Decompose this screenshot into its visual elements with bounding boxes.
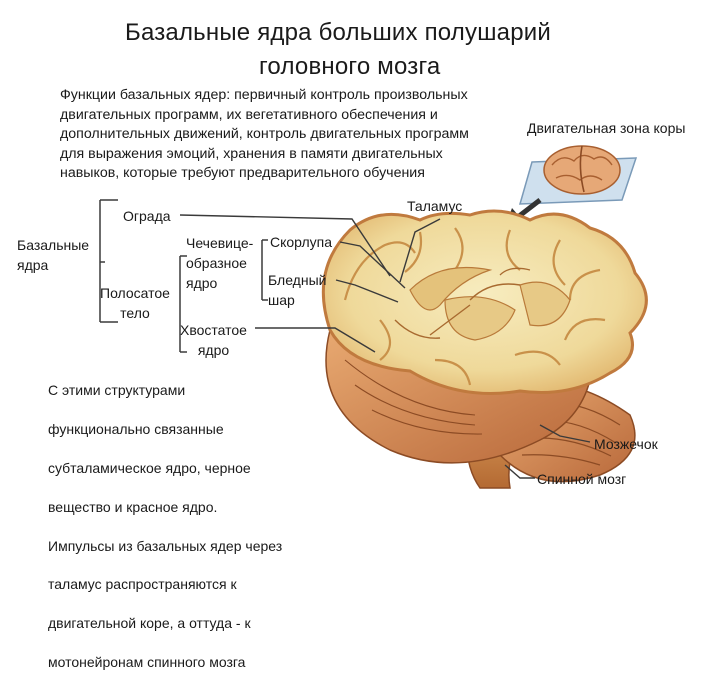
label-lentiform-line: Чечевице- (186, 233, 253, 253)
label-spinal-cord: Спинной мозг (537, 469, 626, 489)
label-lentiform-line: ядро (186, 273, 253, 293)
label-globus-pallidus-line: шар (268, 290, 326, 310)
note-line: функционально связанные (48, 420, 282, 439)
label-thalamus: Таламус (407, 196, 462, 216)
note-line: мотонейронам спинного мозга (48, 653, 282, 672)
label-claustrum: Ограда (123, 206, 171, 226)
note-line: С этими структурами (48, 381, 282, 400)
note-line: вещество и красное ядро. (48, 498, 282, 517)
note-line: двигательной коре, а оттуда - к (48, 614, 282, 633)
label-striatum-line: тело (100, 303, 170, 323)
label-cerebellum: Мозжечок (594, 434, 658, 454)
label-basal-nuclei-line: ядра (17, 255, 89, 275)
note-line: таламус распространяются к (48, 575, 282, 594)
label-lentiform-line: образное (186, 253, 253, 273)
note-line: субталамическое ядро, черное (48, 459, 282, 478)
label-motor-cortex: Двигательная зона коры (527, 118, 685, 138)
label-basal-nuclei-line: Базальные (17, 235, 89, 255)
label-striatum-line: Полосатое (100, 283, 170, 303)
label-caudate-nucleus: Хвостатое ядро (180, 320, 247, 360)
label-putamen: Скорлупа (270, 232, 332, 252)
label-lentiform-nucleus: Чечевице- образное ядро (186, 233, 253, 293)
motor-cortex-brain-icon (520, 146, 636, 204)
label-caudate-line: ядро (180, 340, 247, 360)
label-striatum: Полосатое тело (100, 283, 170, 323)
label-globus-pallidus-line: Бледный (268, 270, 326, 290)
label-caudate-line: Хвостатое (180, 320, 247, 340)
label-basal-nuclei: Базальные ядра (17, 235, 89, 275)
label-globus-pallidus: Бледный шар (268, 270, 326, 310)
connections-note: С этими структурами функционально связан… (48, 362, 282, 692)
